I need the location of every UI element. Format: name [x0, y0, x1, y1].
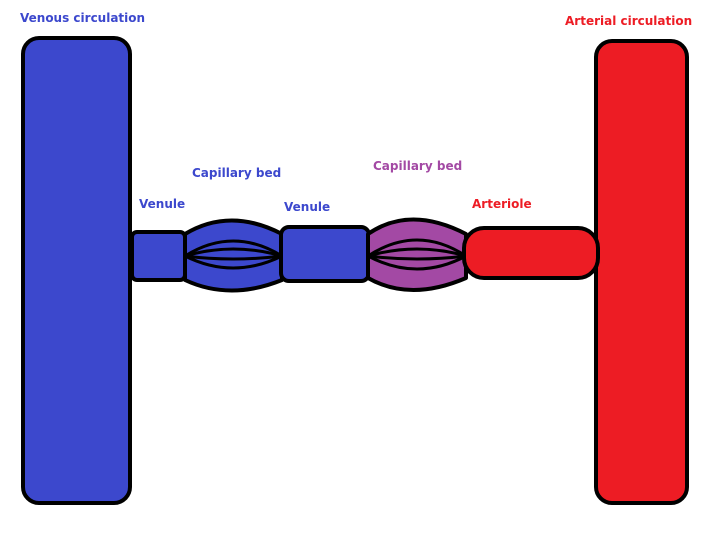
venous-circulation-label: Venous circulation: [20, 11, 146, 25]
arteriole-vessel: [462, 226, 600, 280]
venule-left-label: Venule: [139, 197, 186, 211]
capillary-bed-purple-shape: [366, 217, 468, 292]
venule-left-vessel: [130, 230, 187, 282]
arterial-circulation-label: Arterial circulation: [565, 14, 693, 28]
venule-middle-vessel: [279, 225, 371, 283]
capillary-bed-blue-shape: [183, 218, 284, 293]
venule-middle-label: Venule: [284, 200, 331, 214]
capillary-bed-blue-label: Capillary bed: [192, 166, 282, 180]
capillary-bed-purple-label: Capillary bed: [373, 159, 463, 173]
arteriole-label: Arteriole: [472, 197, 532, 211]
venous-vessel: [21, 36, 132, 505]
arterial-vessel: [594, 39, 689, 505]
